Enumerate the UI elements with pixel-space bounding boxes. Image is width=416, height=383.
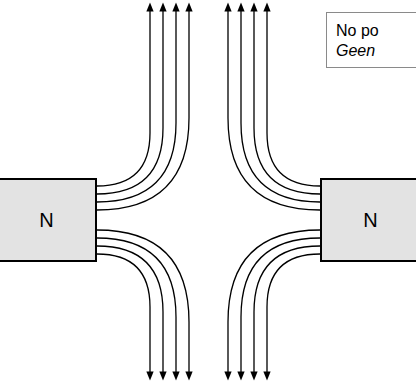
magnet-pole: N xyxy=(320,178,416,262)
field-line xyxy=(97,246,163,376)
field-line xyxy=(267,254,320,376)
field-line xyxy=(97,7,189,210)
field-line xyxy=(254,7,320,194)
field-line xyxy=(254,246,320,376)
field-line xyxy=(97,7,150,186)
field-line xyxy=(97,7,163,194)
pole-label: N xyxy=(363,209,377,232)
field-line xyxy=(97,7,176,202)
field-line xyxy=(241,7,320,202)
field-line xyxy=(97,230,189,376)
field-line xyxy=(228,230,320,376)
field-line xyxy=(97,238,176,376)
note-text: Geen xyxy=(336,41,416,61)
note-text: No po xyxy=(336,21,416,41)
field-line xyxy=(241,238,320,376)
field-line xyxy=(97,254,150,376)
note-box: No poGeen xyxy=(326,12,416,68)
magnet-pole: N xyxy=(0,178,97,262)
field-line xyxy=(267,7,320,186)
field-line xyxy=(228,7,320,210)
pole-label: N xyxy=(39,209,53,232)
